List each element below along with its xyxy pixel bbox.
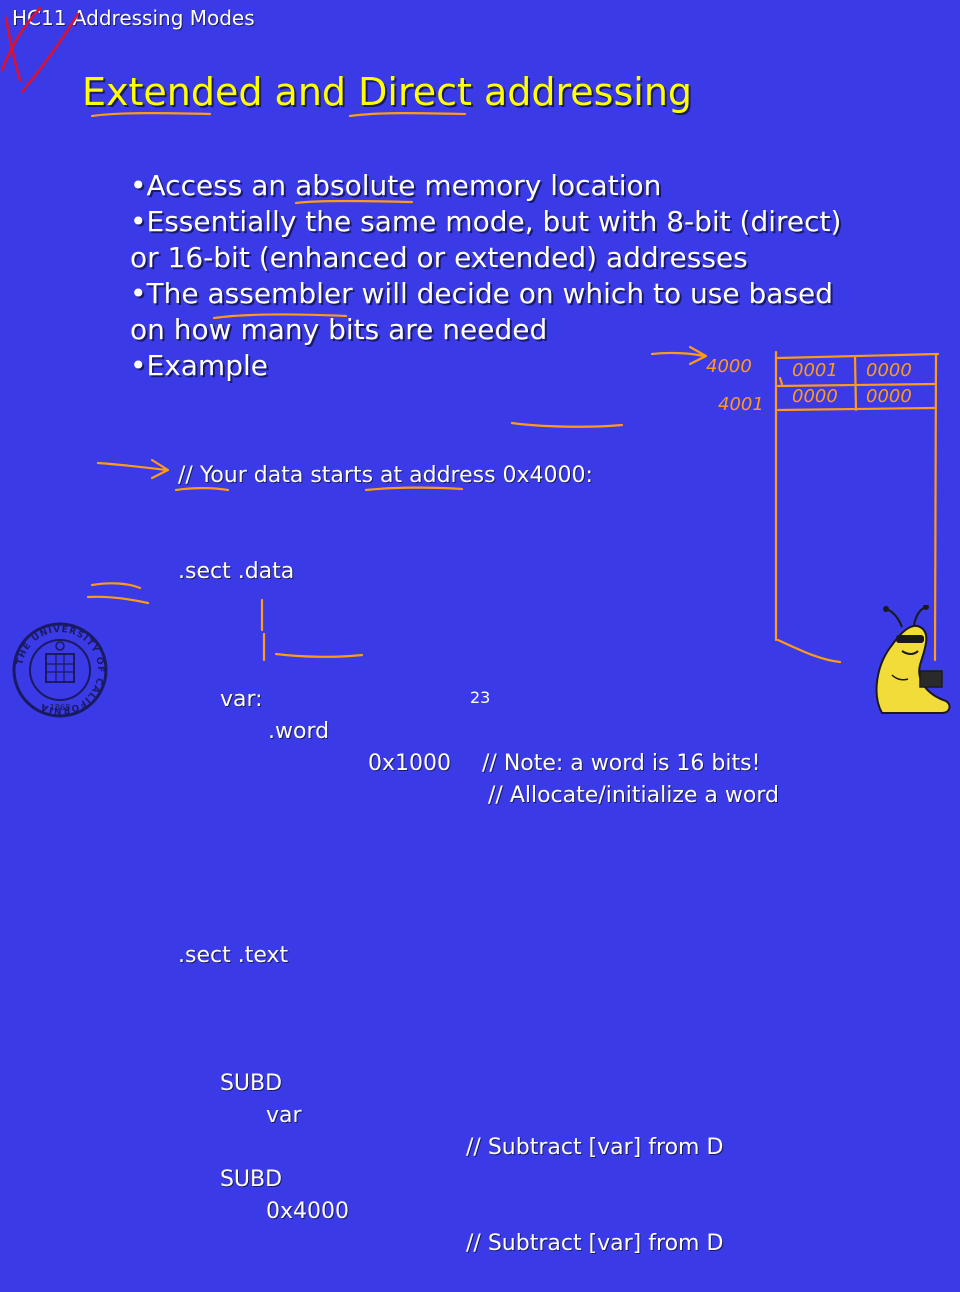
- code-line: var: .word 0x1000 // Allocate/initialize…: [178, 652, 779, 808]
- slide: HC11 Addressing Modes Extended and Direc…: [0, 6, 951, 1256]
- code-comment: // Note: a word is 16 bits!: [482, 751, 761, 776]
- svg-text:1868: 1868: [50, 703, 70, 712]
- code-line: .sect .data: [178, 556, 593, 588]
- bullet-line: •The assembler will decide on which to u…: [130, 277, 833, 310]
- code-example: // Your data starts at address 0x4000: .…: [178, 396, 779, 1256]
- hand-cell: 0000: [866, 360, 912, 381]
- code-directive: .sect .text: [178, 943, 289, 968]
- code-arg: var: [266, 1103, 302, 1128]
- memory-table-line: [776, 406, 937, 412]
- bullet-line: on how many bits are needed: [130, 313, 548, 346]
- code-line: // Your data starts at address 0x4000:: [178, 460, 593, 492]
- hand-cell: 0000: [866, 386, 912, 407]
- code-comment: // Subtract [var] from D: [466, 1231, 724, 1256]
- section-label: HC11 Addressing Modes: [12, 6, 255, 30]
- bullet-line: •Essentially the same mode, but with 8-b…: [130, 205, 842, 238]
- code-comment: // Allocate/initialize a word: [488, 783, 779, 808]
- arrow-mark: [96, 461, 168, 472]
- code-op: SUBD: [219, 1071, 283, 1096]
- arrow-mark: [90, 582, 142, 590]
- bullet-line: or 16-bit (enhanced or extended) address…: [130, 241, 748, 274]
- code-line: SUBD var // Subtract [var] from D: [178, 1036, 723, 1160]
- banana-slug-mascot: [875, 605, 951, 714]
- bullet-line: •Access an absolute memory location: [130, 169, 662, 202]
- code-line: SUBD 0x4000 // Subtract [var] from D: [178, 1132, 723, 1256]
- arrow-mark: [150, 458, 170, 480]
- arrow-mark: [86, 595, 150, 605]
- code-directive: .sect .data: [178, 559, 295, 584]
- code-op: SUBD: [219, 1167, 283, 1192]
- code-comment: // Your data starts at address 0x4000:: [178, 463, 593, 488]
- slide-title: Extended and Direct addressing: [82, 70, 693, 114]
- hand-cell: 0000: [792, 386, 838, 407]
- code-arg: 0x4000: [266, 1199, 350, 1224]
- memory-table-line: [776, 382, 938, 388]
- code-line: // Note: a word is 16 bits!: [178, 748, 760, 780]
- code-line: .sect .text: [178, 940, 593, 972]
- code-label: var:: [219, 687, 263, 712]
- hand-address-second: 4001: [718, 394, 764, 415]
- bullet-line: •Example: [130, 349, 268, 382]
- code-directive: .word: [268, 719, 330, 744]
- page-number: 23: [470, 688, 491, 707]
- memory-table-line: [776, 638, 842, 664]
- university-seal-logo: THE UNIVERSITY OF CALIFORNIA 1868: [12, 622, 108, 718]
- code-blank-line: [178, 844, 593, 876]
- bullet-list: •Access an absolute memory location •Ess…: [130, 168, 870, 384]
